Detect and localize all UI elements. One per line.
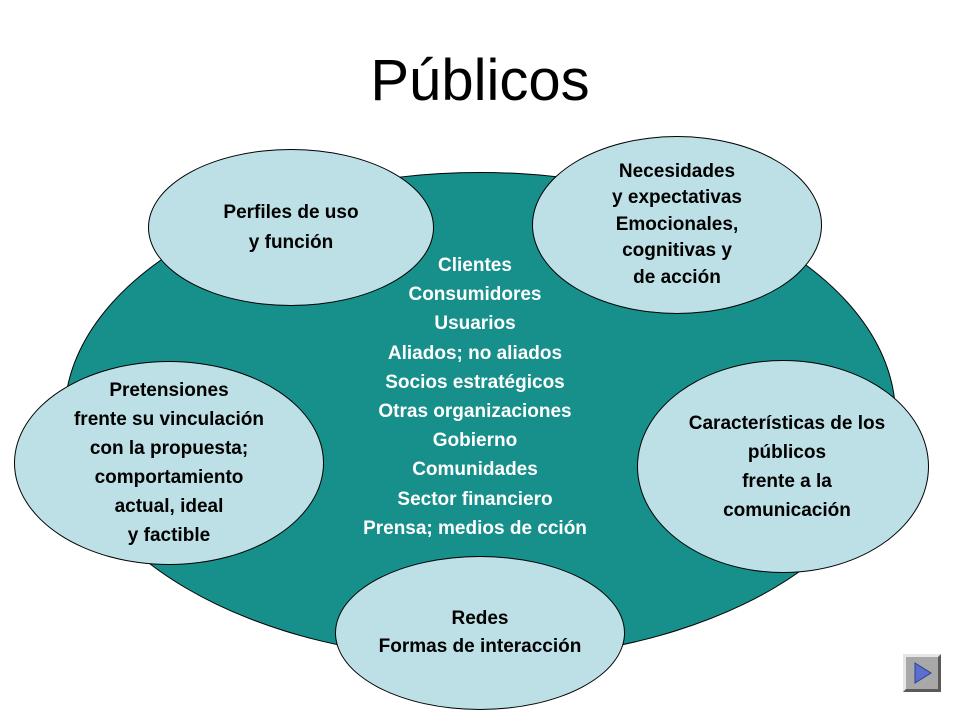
audience-item: Otras organizaciones [378, 401, 572, 423]
redes-line: Redes [451, 608, 509, 629]
necesidades-ellipse: Necesidades y expectativas Emocionales, … [532, 136, 822, 314]
necesidades-line: Emocionales, [615, 213, 739, 235]
audience-item: Prensa; medios de cción [363, 517, 587, 539]
page-title: Públicos [370, 48, 590, 113]
pretensiones-line: frente su vinculación [73, 409, 265, 430]
audience-list: Clientes Consumidores Usuarios Aliados; … [300, 251, 650, 543]
redes-ellipse: Redes Formas de interacción [335, 556, 625, 710]
redes-line: Formas de interacción [378, 636, 582, 657]
pretensiones-line: actual, ideal [114, 496, 224, 517]
caracteristicas-text: Características de los públicos frente a… [681, 409, 885, 525]
audience-item: Socios estratégicos [385, 371, 565, 393]
audience-item: Consumidores [408, 284, 542, 306]
necesidades-text: Necesidades y expectativas Emocionales, … [612, 159, 742, 292]
audience-item: Aliados; no aliados [387, 342, 563, 364]
pretensiones-line: con la propuesta; [89, 438, 249, 459]
caracteristicas-line: frente a la [742, 470, 832, 492]
perfiles-line: Perfiles de uso [223, 201, 359, 223]
audience-item: Comunidades [412, 459, 538, 481]
audience-item: Sector financiero [397, 488, 553, 510]
audience-item: Gobierno [432, 430, 518, 452]
pretensiones-line: comportamiento [94, 467, 244, 488]
next-slide-button[interactable] [903, 654, 941, 692]
pretensiones-line: y factible [127, 525, 211, 546]
perfiles-ellipse: Perfiles de uso y función [148, 149, 434, 306]
audience-item: Clientes [438, 255, 512, 276]
pretensiones-line: Pretensiones [109, 380, 229, 401]
necesidades-line: de acción [633, 266, 721, 288]
redes-text: Redes Formas de interacción [379, 605, 582, 661]
pretensiones-text: Pretensiones frente su vinculación con l… [74, 376, 264, 550]
play-next-icon [914, 662, 932, 684]
pretensiones-ellipse: Pretensiones frente su vinculación con l… [14, 361, 324, 565]
necesidades-line: cognitivas y [622, 240, 732, 262]
audience-item: Usuarios [434, 313, 516, 335]
necesidades-line: Necesidades [618, 160, 736, 182]
perfiles-line: y función [248, 231, 334, 253]
necesidades-line: y expectativas [612, 187, 742, 209]
caracteristicas-ellipse: Características de los públicos frente a… [637, 360, 929, 573]
perfiles-text: Perfiles de uso y función [223, 198, 358, 258]
caracteristicas-line: comunicación [723, 499, 851, 521]
caracteristicas-line: Características de los [688, 412, 886, 434]
caracteristicas-line: públicos [747, 441, 827, 463]
